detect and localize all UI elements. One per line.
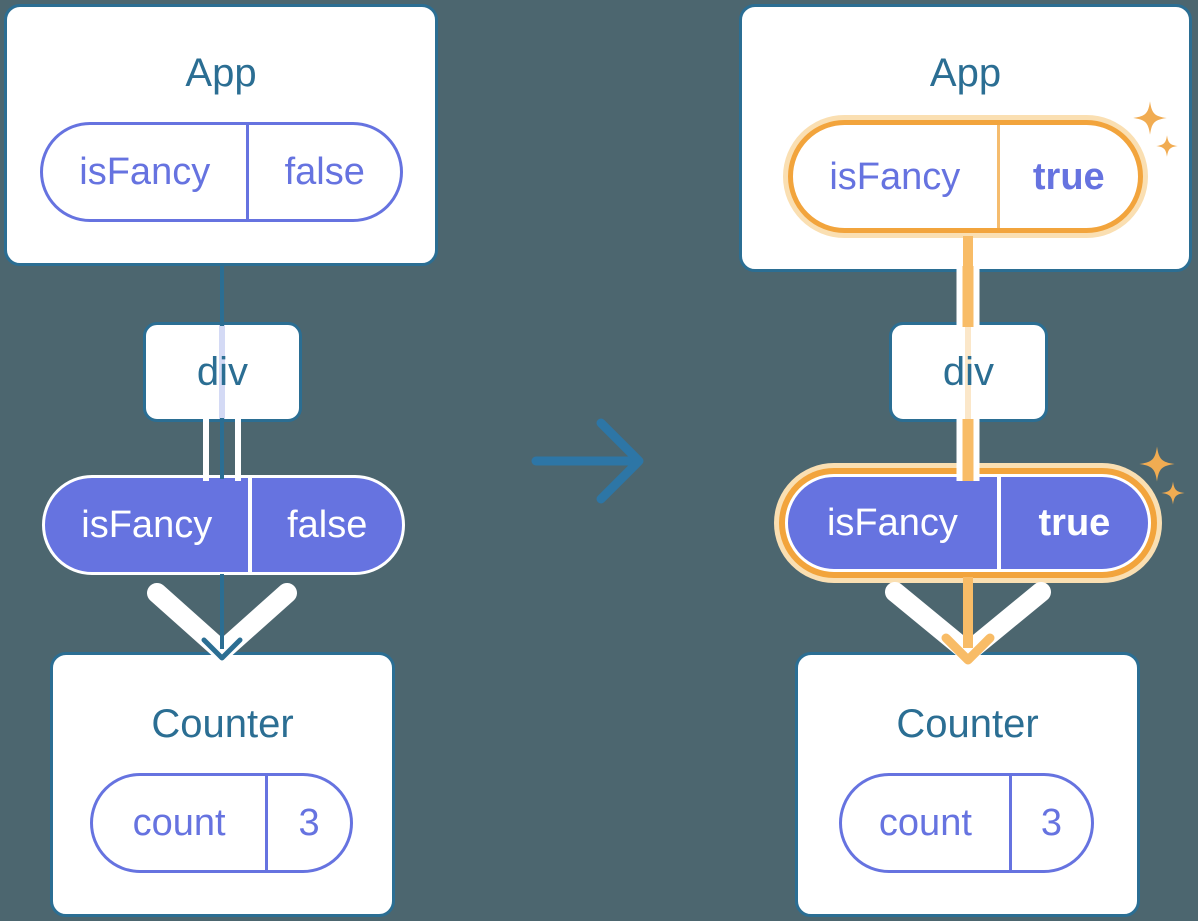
prop-value-cell: true (1001, 477, 1148, 569)
left-counter-title: Counter (151, 702, 294, 746)
state-value: 3 (298, 802, 320, 844)
pill-divider (996, 125, 1000, 228)
left-prop-arrowhead-white-right (212, 583, 297, 661)
prop-name-cell: isFancy (43, 125, 246, 219)
left-app-prop-pill: isFancy false (40, 122, 403, 222)
transition-arrow-head (596, 418, 644, 504)
state-name: count (132, 802, 226, 844)
prop-value-cell: false (252, 478, 402, 572)
prop-value-cell: true (1000, 125, 1138, 228)
prop-value: false (284, 151, 365, 193)
pill-divider (1008, 776, 1012, 870)
sparkle-icon (1139, 446, 1175, 482)
prop-value: false (287, 504, 368, 546)
prop-name: isFancy (826, 502, 958, 544)
right-passed-prop-pill-highlighted: isFancy true (785, 474, 1151, 572)
right-counter-title: Counter (896, 702, 1039, 746)
left-prop-arrowhead-white-left (147, 583, 232, 661)
right-prop-arrowhead-white-right (958, 582, 1051, 662)
left-div-through-line (219, 325, 225, 419)
prop-value: true (1032, 155, 1105, 198)
state-value-cell: 3 (1012, 776, 1091, 870)
pill-divider (996, 477, 1001, 569)
state-value: 3 (1040, 802, 1062, 844)
right-prop-arrowhead-white-left (885, 582, 978, 662)
right-app-title: App (929, 51, 1002, 95)
right-div-label: div (942, 350, 995, 394)
state-value-cell: 3 (268, 776, 350, 870)
pill-divider (246, 125, 250, 219)
sparkle-icon (1161, 481, 1185, 505)
pill-divider (248, 478, 253, 572)
right-counter-state-pill: count 3 (839, 773, 1094, 873)
state-name: count (878, 802, 972, 844)
prop-name-cell: isFancy (793, 125, 997, 228)
pill-divider (265, 776, 269, 870)
left-div-label: div (196, 350, 249, 394)
left-counter-state-pill: count 3 (90, 773, 353, 873)
state-name-cell: count (842, 776, 1009, 870)
prop-name: isFancy (81, 504, 213, 546)
prop-value: true (1038, 502, 1111, 544)
prop-name-cell: isFancy (788, 477, 997, 569)
left-passed-prop-pill: isFancy false (42, 475, 405, 575)
state-name-cell: count (93, 776, 265, 870)
right-div-through-line (965, 325, 971, 419)
prop-value-cell: false (249, 125, 400, 219)
prop-name: isFancy (79, 151, 211, 193)
arrow-right-icon (531, 418, 644, 504)
prop-name: isFancy (829, 155, 961, 198)
right-app-prop-pill-highlighted: isFancy true (788, 120, 1143, 233)
prop-name-cell: isFancy (45, 478, 248, 572)
left-app-title: App (185, 51, 257, 95)
